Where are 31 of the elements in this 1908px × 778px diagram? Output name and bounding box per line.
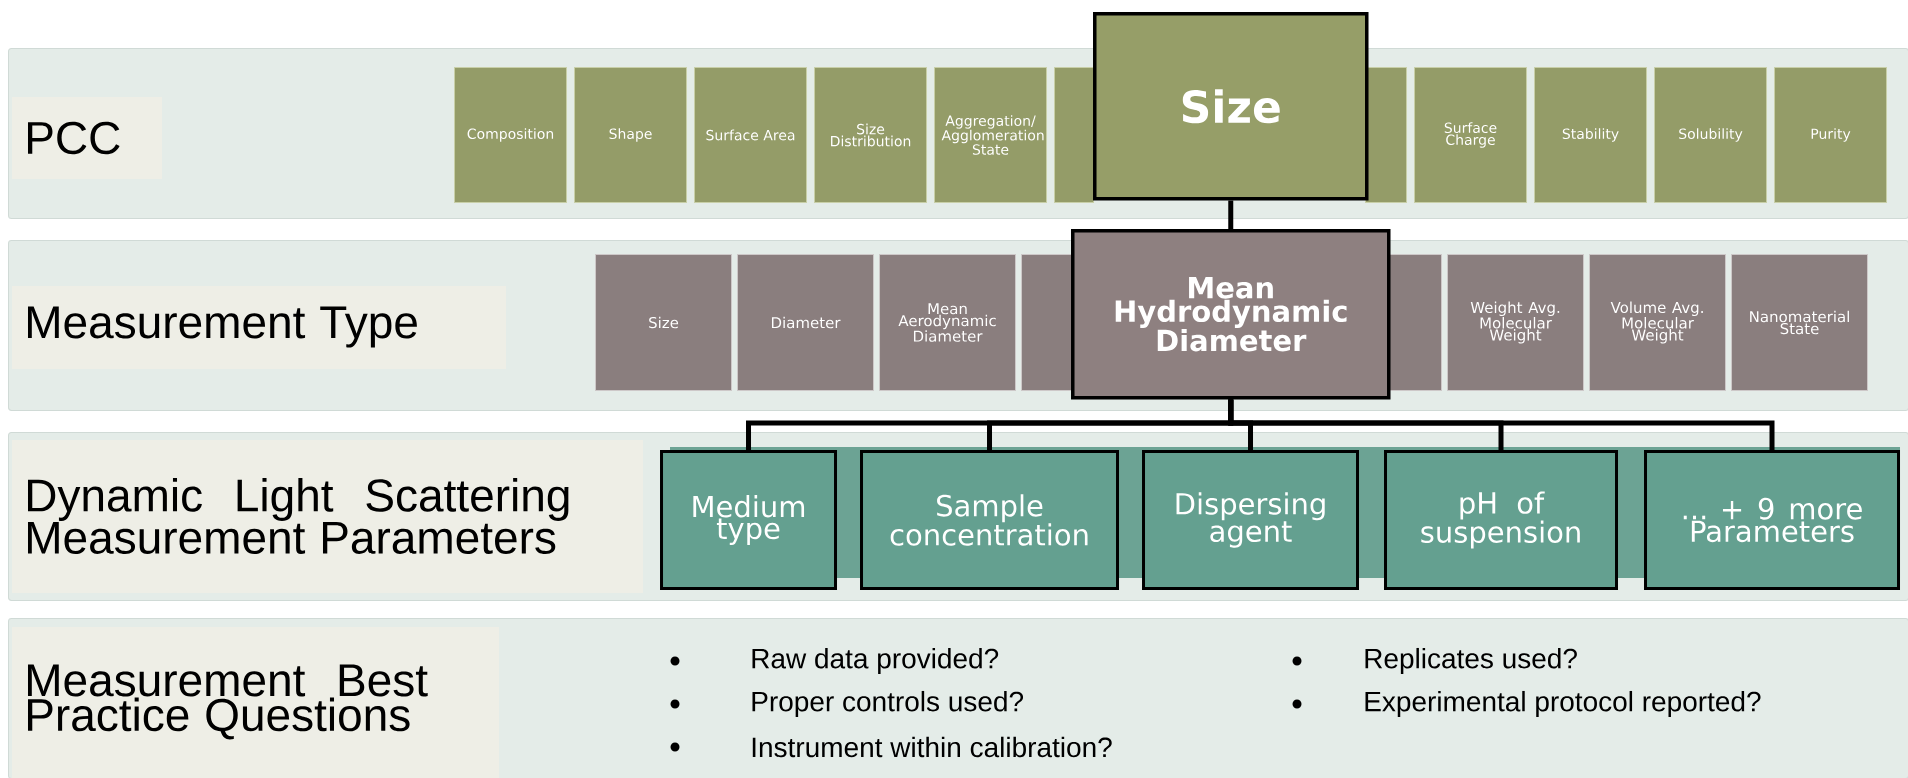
- measurement-box: Nanomaterial State: [1731, 254, 1868, 391]
- measurement-box: Mean Aerodynamic Diameter: [879, 254, 1016, 391]
- olive-box: Purity: [1774, 67, 1887, 203]
- parameter-box: Medium type: [660, 450, 837, 590]
- connector-line: [1228, 200, 1234, 229]
- measurement-box: Weight Avg. Molecular Weight: [1447, 254, 1584, 391]
- olive-box: Surface Area: [694, 67, 807, 203]
- question-text: Raw data provided?: [752, 647, 999, 675]
- question-text: Instrument within calibration?: [752, 736, 1112, 758]
- question-text: Proper controls used?: [752, 690, 1024, 718]
- connector-line: [1228, 399, 1775, 450]
- olive-box: Solubility: [1654, 67, 1767, 203]
- parameter-box: Dispersing agent: [1142, 450, 1359, 590]
- measurement-box: Diameter: [737, 254, 874, 391]
- parameter-box: Sample concentration: [860, 450, 1119, 590]
- olive-box: Aggregation/ Agglomeration State: [934, 67, 1047, 203]
- olive-box: Stability: [1534, 67, 1647, 203]
- olive-box: Shape: [574, 67, 687, 203]
- question-text: Experimental protocol reported?: [1365, 690, 1761, 718]
- parameter-box: pH of suspension: [1384, 450, 1618, 590]
- olive-box: Surface Charge: [1414, 67, 1527, 203]
- property-box: Size: [1093, 12, 1369, 201]
- measurement-box: Size: [595, 254, 732, 391]
- olive-box: Composition: [454, 67, 567, 203]
- parameter-box: ... + 9 more Parameters: [1644, 450, 1900, 590]
- question-text: Replicates used?: [1365, 647, 1577, 675]
- olive-box: Size Distribution: [814, 67, 927, 203]
- partial-box: [1365, 67, 1407, 203]
- partial-box: [1054, 67, 1094, 203]
- measurement-box: Volume Avg. Molecular Weight: [1589, 254, 1726, 391]
- partial-box: [1021, 254, 1072, 391]
